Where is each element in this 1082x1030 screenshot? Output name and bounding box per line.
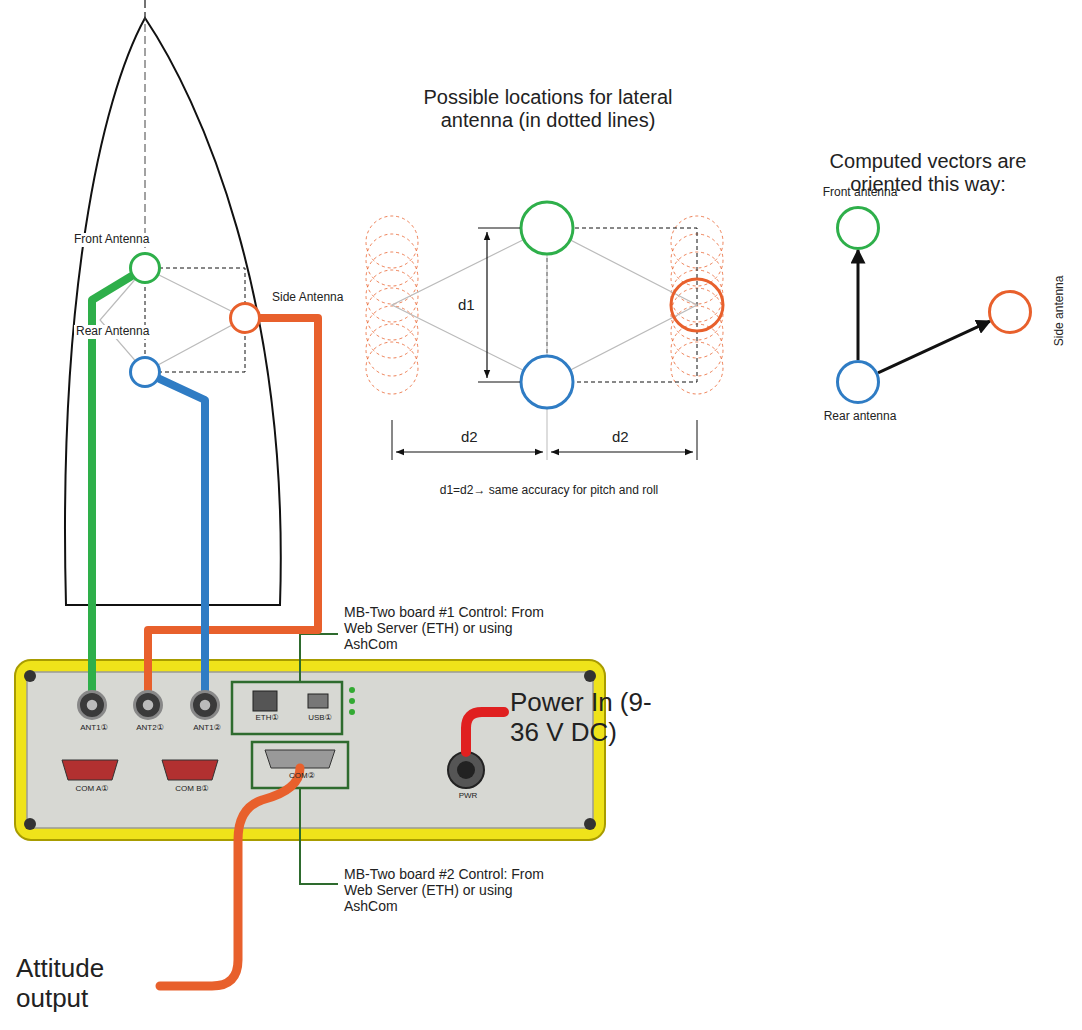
antenna-circle: Front Antenna	[129, 252, 161, 284]
antenna-port	[79, 692, 106, 719]
possible-location-circle	[366, 234, 418, 286]
possible-location-circle	[366, 324, 418, 376]
node-label: ANT1①	[67, 723, 121, 732]
node-label: Rear antenna	[803, 410, 917, 424]
port-pin	[200, 700, 211, 711]
antenna-circle	[231, 304, 260, 333]
callout-text: MB-Two board #2 Control: From Web Server…	[342, 866, 546, 914]
node-outline	[836, 206, 880, 250]
power-connector	[448, 752, 484, 788]
vector-antenna-circle: Front antenna	[836, 206, 880, 250]
node-label: Side Antenna	[270, 291, 345, 305]
led	[349, 709, 355, 715]
dimension-extension	[392, 420, 393, 460]
section-title: Computed vectors are oriented this way:	[795, 150, 1061, 196]
port-label: COM B①	[162, 784, 222, 793]
dimension-label: d2	[459, 428, 480, 445]
control-highlight	[232, 682, 342, 734]
possible-location-circle	[366, 342, 418, 394]
antenna-port	[192, 692, 219, 719]
node-label: Front Antenna	[72, 233, 151, 247]
port-label: COM②	[275, 771, 329, 780]
vector-arrow	[878, 321, 990, 373]
port-label: PWR	[446, 791, 490, 800]
dimension-line	[396, 451, 543, 452]
dimension-line	[486, 232, 487, 378]
front-antenna-symbol	[521, 202, 573, 254]
node-outline	[129, 356, 161, 388]
dimension-extension	[697, 420, 698, 460]
port-label: USB①	[293, 713, 347, 722]
node-label: ANT2①	[123, 723, 177, 732]
usb-port	[308, 694, 328, 708]
dimension-line	[551, 451, 693, 452]
dimension-extension	[478, 228, 520, 229]
port-pin	[87, 700, 98, 711]
center-line	[145, 0, 146, 268]
antenna-circle	[131, 358, 160, 387]
antenna-port: ANT2①	[133, 690, 163, 720]
rear-antenna-symbol	[521, 356, 573, 408]
led	[349, 687, 355, 693]
port-label: COM A①	[62, 784, 122, 793]
attitude-cable	[160, 768, 300, 986]
note: d1=d2→ same accuracy for pitch and roll	[392, 484, 706, 498]
node-outline	[129, 252, 161, 284]
node-label: Side antenna	[1053, 259, 1067, 363]
vector-antenna-circle: Side antenna	[988, 290, 1032, 334]
node-label: Rear Antenna	[74, 325, 151, 339]
dimension-label: d2	[610, 428, 631, 445]
node-outline	[988, 290, 1032, 334]
dimension-label: d1	[456, 296, 477, 313]
node-outline	[229, 302, 261, 334]
node-outline	[133, 690, 163, 720]
led	[349, 698, 355, 704]
node-outline	[77, 690, 107, 720]
receiver-face-panel	[27, 672, 593, 828]
receiver-housing	[15, 660, 605, 840]
callout-text: MB-Two board #1 Control: From Web Server…	[342, 604, 546, 652]
port-label: ETH①	[240, 713, 294, 722]
dimension-extension	[478, 382, 520, 383]
section-title: Possible locations for lateral antenna (…	[398, 86, 698, 132]
antenna-circle	[131, 254, 160, 283]
side-antenna-symbol	[671, 279, 723, 331]
screw	[24, 670, 36, 682]
power-label: Power In (9-36 V DC)	[508, 688, 682, 748]
ethernet-port	[253, 691, 277, 711]
possible-location-circle	[366, 216, 418, 268]
antenna-cable	[148, 318, 318, 690]
vector-antenna-circle	[990, 292, 1031, 333]
power-cable	[466, 712, 504, 752]
boat-hull	[65, 18, 281, 605]
antenna-cable	[159, 379, 205, 690]
vector-antenna-circle	[838, 208, 879, 249]
power-connector	[457, 761, 475, 779]
com-b-port	[162, 760, 218, 780]
com-a-port	[62, 760, 118, 780]
output-label: Attitude output	[14, 954, 136, 1014]
screw	[584, 670, 596, 682]
antenna-port: ANT1①	[77, 690, 107, 720]
vector-antenna-circle: Rear antenna	[836, 360, 880, 404]
port-pin	[143, 700, 154, 711]
antenna-port: ANT1②	[190, 690, 220, 720]
antenna-rectangle	[547, 228, 697, 382]
leader-line	[300, 788, 338, 884]
node-label: ANT1②	[180, 723, 234, 732]
vector-antenna-circle	[838, 362, 879, 403]
antenna-circle: Side Antenna	[229, 302, 261, 334]
leader-line	[300, 634, 338, 682]
node-outline	[836, 360, 880, 404]
antenna-circle: Rear Antenna	[129, 356, 161, 388]
vector-arrow	[857, 250, 860, 360]
antenna-port	[135, 692, 162, 719]
screw	[24, 818, 36, 830]
screw	[584, 818, 596, 830]
node-outline	[190, 690, 220, 720]
